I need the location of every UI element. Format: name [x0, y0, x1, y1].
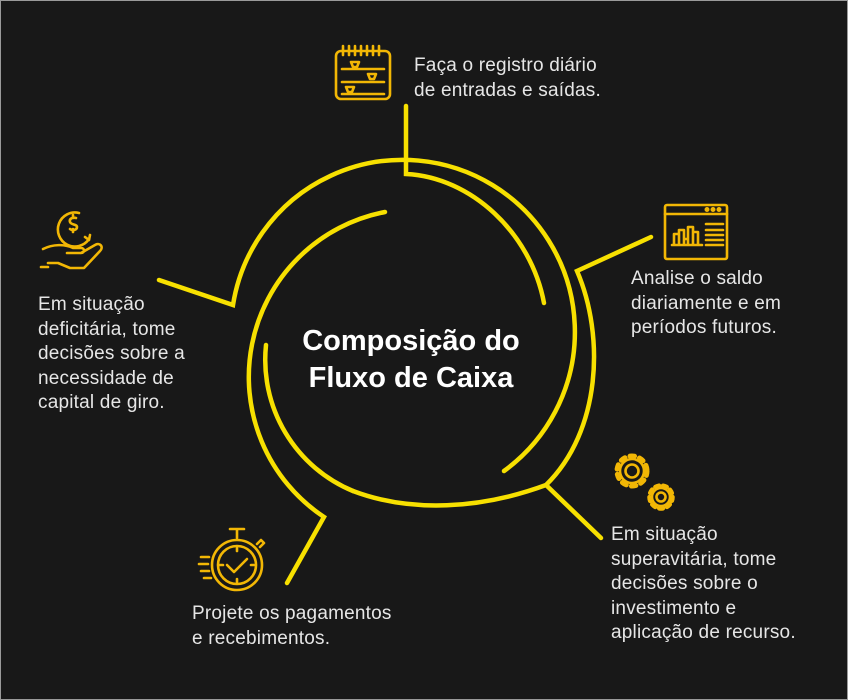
- step-text-line: deficitária, tome: [38, 318, 176, 340]
- step-text-line: períodos futuros.: [631, 317, 777, 338]
- step-surplus: Em situação superavitária, tome decisões…: [611, 523, 796, 646]
- step-text-line: superavitária, tome: [611, 548, 777, 570]
- ring-arc-right: [542, 234, 654, 541]
- step-text-line: Em situação: [38, 294, 145, 315]
- step-text-line: Projete os pagamentos: [192, 603, 392, 624]
- ring-arc-outer: [156, 157, 578, 474]
- gears-icon: [614, 453, 675, 511]
- step-text-line: de entradas e saídas.: [414, 79, 601, 101]
- title-line: Composição do: [302, 325, 520, 357]
- ring-arc-top: [403, 103, 547, 306]
- diagram-title: Composição do Fluxo de Caixa: [251, 323, 571, 397]
- step-deficit: Em situação deficitária, tome decisões s…: [38, 293, 185, 416]
- title-line: Fluxo de Caixa: [308, 362, 514, 394]
- analytics-window-icon: [663, 203, 729, 261]
- step-text-line: Analise o saldo: [631, 268, 763, 289]
- ring-arc-bottom: [350, 482, 549, 508]
- hand-coin-icon: [39, 211, 103, 270]
- step-text-line: e recebimentos.: [192, 627, 331, 649]
- step-text-line: decisões sobre a: [38, 343, 185, 364]
- step-record-daily: Faça o registro diário de entradas e saí…: [414, 54, 601, 103]
- step-text-line: aplicação de recurso.: [611, 622, 796, 643]
- step-text-line: capital de giro.: [38, 392, 165, 413]
- step-text-line: diariamente e em: [631, 292, 781, 314]
- step-analyze-balance: Analise o saldo diariamente e em período…: [631, 267, 781, 341]
- stopwatch-icon: [197, 527, 266, 592]
- ring-arc-left: [246, 209, 388, 586]
- ring-arc-inner: [263, 342, 356, 494]
- step-text-line: Em situação: [611, 524, 718, 545]
- step-text-line: necessidade de: [38, 367, 174, 389]
- calendar-schedule-icon: [334, 44, 392, 101]
- step-text-line: decisões sobre o: [611, 573, 758, 594]
- step-text-line: investimento e: [611, 597, 737, 619]
- step-text-line: Faça o registro diário: [414, 55, 597, 76]
- step-project-payments: Projete os pagamentos e recebimentos.: [192, 602, 392, 651]
